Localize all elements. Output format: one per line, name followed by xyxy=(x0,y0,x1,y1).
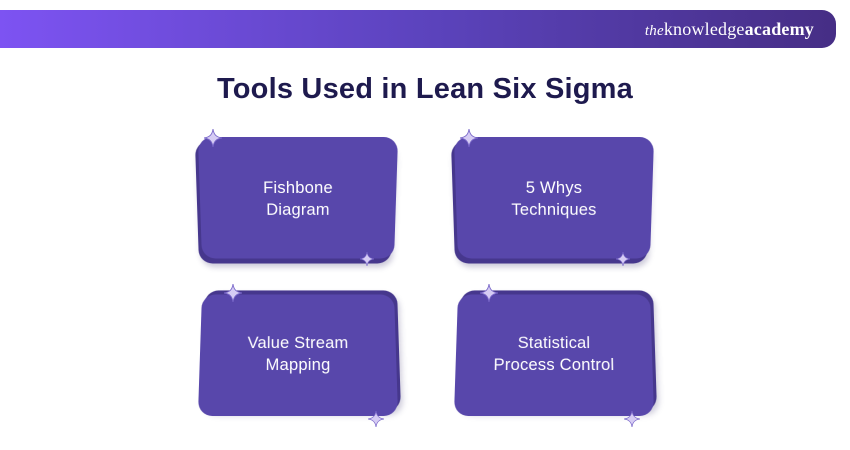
card-label-line1: Value Stream xyxy=(247,334,349,353)
sparkle-icon xyxy=(368,411,384,427)
sparkle-icon xyxy=(616,252,630,266)
card-face: 5 Whys Techniques xyxy=(453,136,655,259)
logo-the: the xyxy=(644,22,664,39)
card-label-line1: Statistical xyxy=(517,334,591,353)
card-label-line1: 5 Whys xyxy=(525,178,583,198)
card-label-line1: Fishbone xyxy=(263,178,333,198)
card-value-stream-mapping: Value Stream Mapping xyxy=(197,284,402,427)
sparkle-icon xyxy=(224,284,242,302)
tools-card-grid: Fishbone Diagram 5 Whys Techniques Value… xyxy=(194,129,658,427)
card-label-line2: Diagram xyxy=(266,200,330,219)
card-face: Statistical Process Control xyxy=(453,294,655,417)
logo-knowledge: knowledge xyxy=(663,18,745,39)
sparkle-icon xyxy=(204,129,222,147)
sparkle-icon xyxy=(460,129,478,147)
header-bar: theknowledgeacademy xyxy=(0,10,836,48)
card-label-line2: Techniques xyxy=(511,200,597,219)
card-label-line2: Mapping xyxy=(265,355,331,375)
logo-academy: academy xyxy=(744,18,814,39)
sparkle-icon xyxy=(360,252,374,266)
card-label-line2: Process Control xyxy=(493,355,615,375)
sparkle-icon xyxy=(480,284,498,302)
sparkle-icon xyxy=(624,411,640,427)
card-5-whys-techniques: 5 Whys Techniques xyxy=(450,129,655,266)
knowledge-academy-logo: theknowledgeacademy xyxy=(645,19,814,40)
page-title: Tools Used in Lean Six Sigma xyxy=(217,73,633,105)
card-face: Value Stream Mapping xyxy=(197,294,399,417)
card-face: Fishbone Diagram xyxy=(197,136,399,259)
card-fishbone-diagram: Fishbone Diagram xyxy=(194,129,399,266)
card-statistical-process-control: Statistical Process Control xyxy=(453,284,658,427)
